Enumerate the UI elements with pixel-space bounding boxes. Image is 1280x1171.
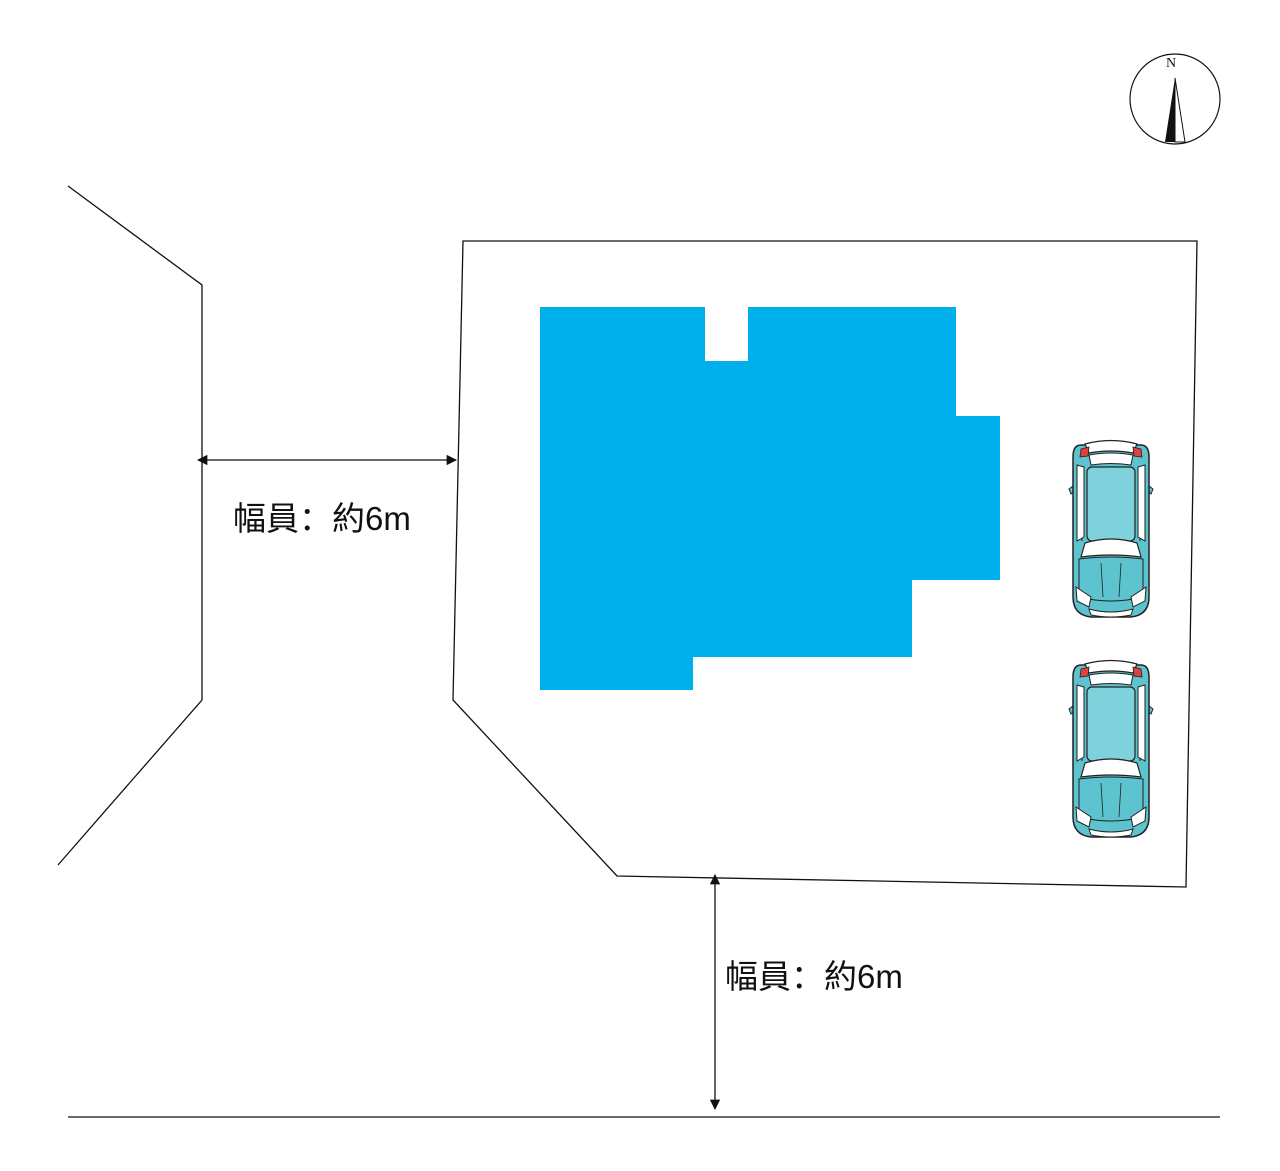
car-icon xyxy=(1068,439,1154,618)
car-icon xyxy=(1068,659,1154,838)
west-road-edge xyxy=(57,185,203,866)
building-footprint xyxy=(540,307,1000,690)
north-compass-icon xyxy=(1129,53,1221,145)
north-label: N xyxy=(1166,56,1177,71)
west-road-width-label: 幅員：約6m xyxy=(233,500,411,537)
south-road-width-label: 幅員：約6m xyxy=(725,958,903,995)
